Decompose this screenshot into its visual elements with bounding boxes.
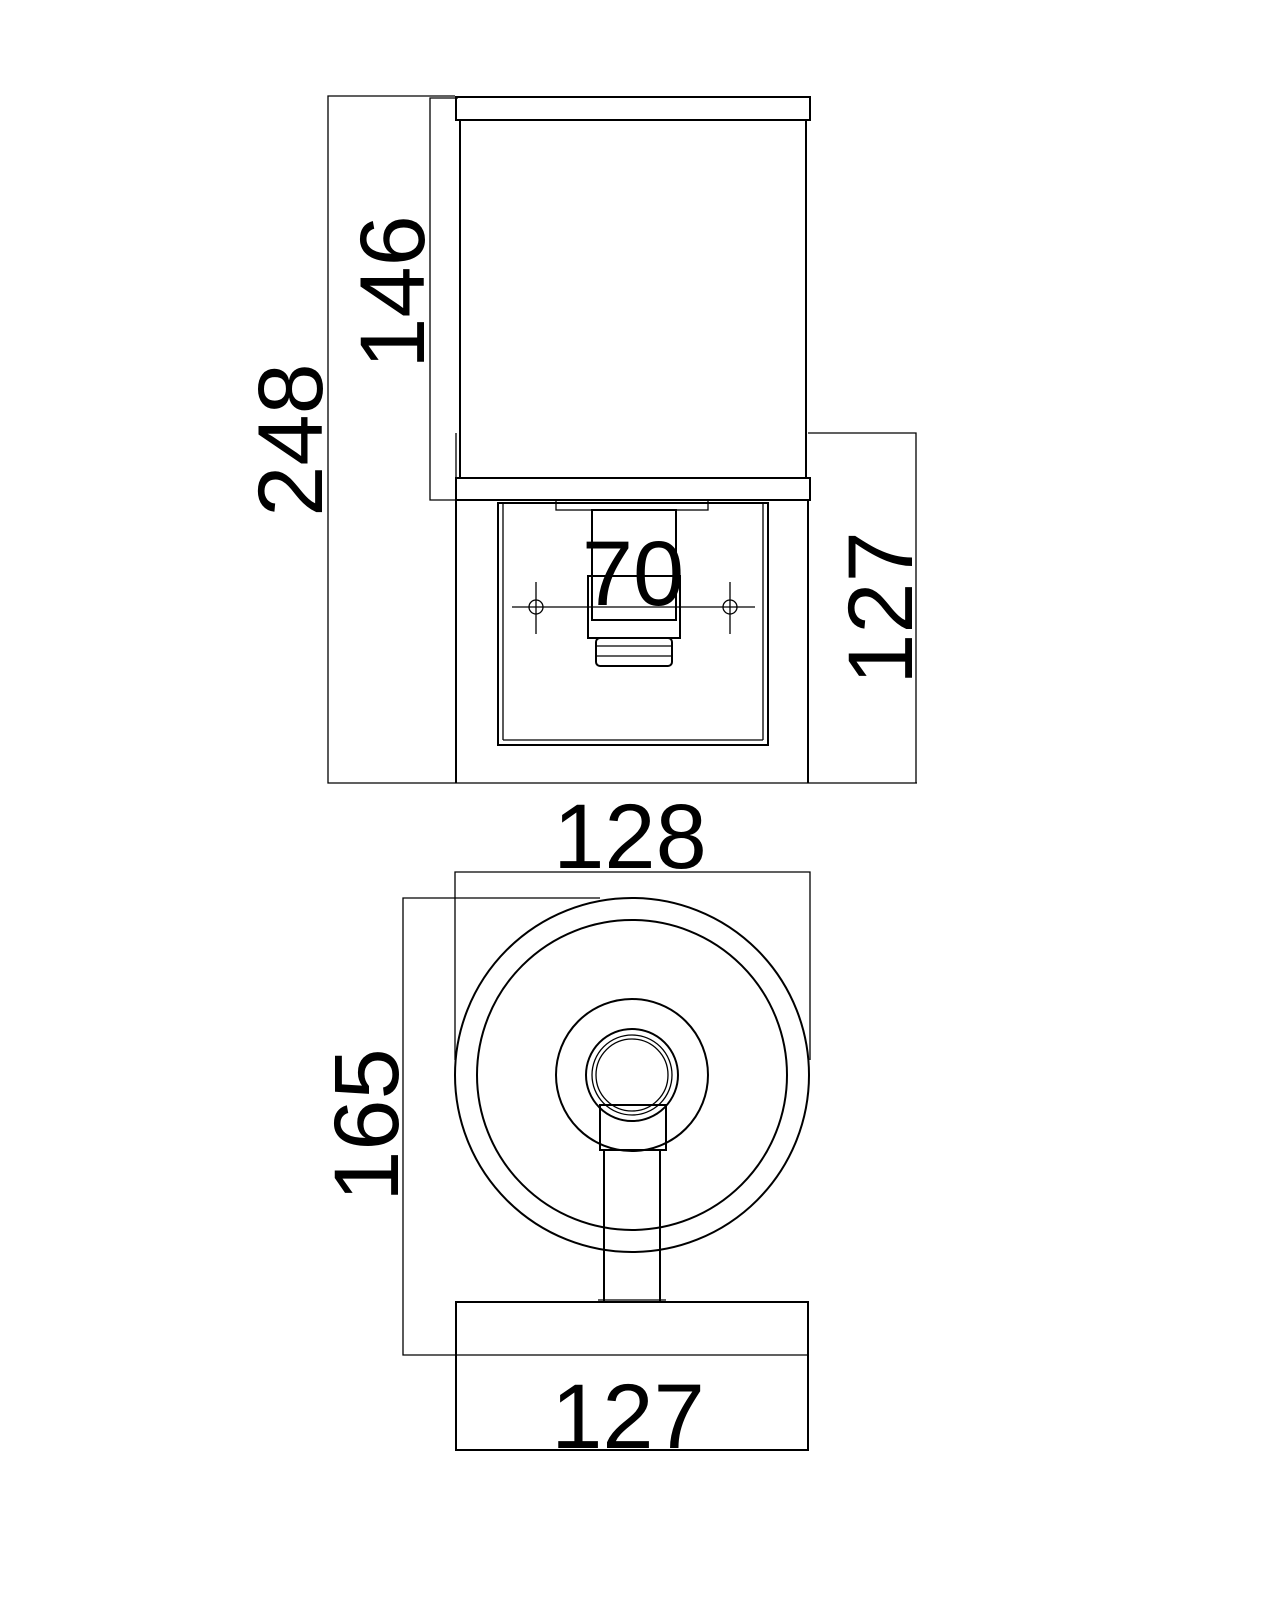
arm-joint [599,1104,667,1151]
dim-line-depth [402,897,808,1356]
label-overall-height: 248 [240,363,342,517]
label-backplate-width: 127 [551,1366,705,1468]
dim-line-projection [808,432,917,783]
dim-line-width [454,871,811,1060]
shade-top-cap [455,96,811,121]
dim-line-shade-height [429,97,458,501]
arm-stem [603,1149,661,1303]
dim-line-overall-height [327,95,917,784]
socket-cup-circle [555,998,709,1152]
shade-body [459,119,807,479]
shade-inner-circle [476,919,788,1231]
front-view: 248 146 70 127 [240,95,932,784]
socket-tip [595,637,673,667]
label-mount-spacing: 70 [582,523,684,625]
socket-flange [555,499,709,511]
backplate-inner [497,502,769,746]
label-width: 128 [553,786,707,888]
backplate [455,1301,809,1451]
label-depth: 165 [316,1048,418,1202]
label-shade-height: 146 [342,215,444,369]
shade-bottom-cap [455,477,811,501]
socket-body [591,509,677,621]
socket-ring-circle [585,1028,679,1122]
top-view: 128 165 127 [316,786,811,1468]
label-projection: 127 [830,531,932,685]
shade-outer-circle [454,897,810,1253]
